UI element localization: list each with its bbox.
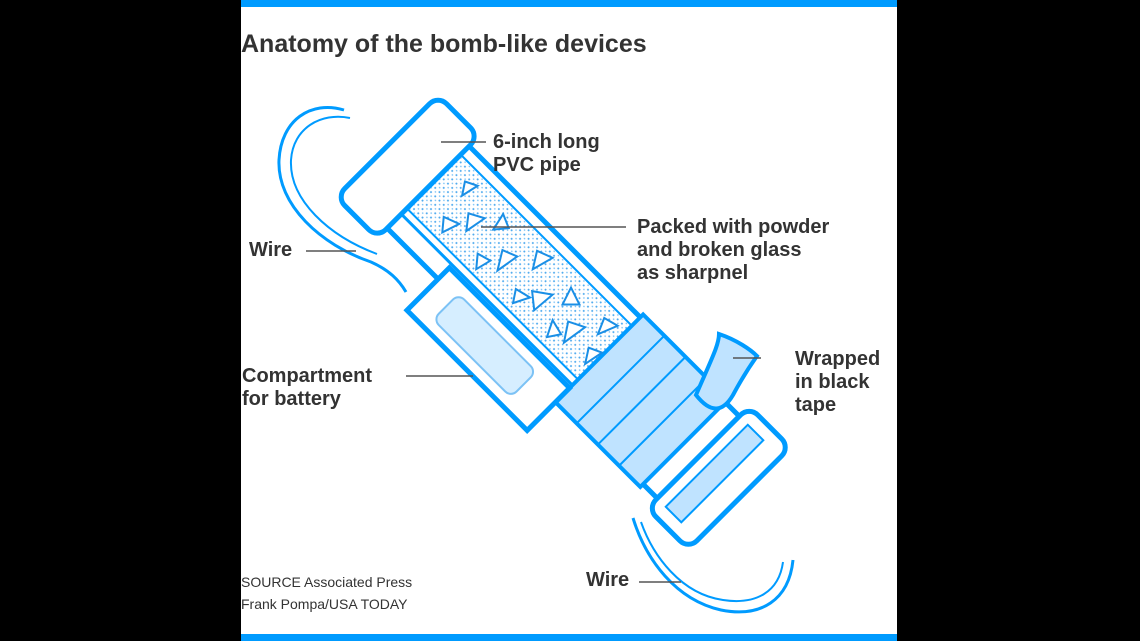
label-wire-bottom: Wire bbox=[586, 569, 630, 591]
label-pvc-pipe-line-2: PVC pipe bbox=[493, 154, 581, 176]
bottom-accent-bar bbox=[241, 634, 897, 641]
label-packed-line-2: and broken glass bbox=[637, 239, 802, 261]
broken-glass-shards bbox=[441, 180, 620, 367]
battery bbox=[435, 296, 535, 395]
label-packed-line-1: Packed with powder bbox=[637, 216, 830, 238]
tape-flap bbox=[693, 331, 760, 411]
label-packed: Packed with powder and broken glass as s… bbox=[637, 216, 829, 285]
label-wrapped-line-2: in black bbox=[795, 371, 870, 393]
top-end-cap bbox=[338, 97, 477, 236]
label-wrapped-line-1: Wrapped bbox=[795, 348, 881, 370]
top-accent-bar bbox=[241, 0, 897, 7]
label-pvc-pipe: 6-inch long PVC pipe bbox=[493, 131, 600, 177]
label-wire-top: Wire bbox=[249, 239, 293, 261]
label-wrapped-line-3: tape bbox=[795, 394, 837, 416]
label-wrapped: Wrapped in black tape bbox=[795, 348, 880, 417]
graphic-panel: Anatomy of the bomb-like devices bbox=[241, 0, 897, 641]
bottom-wire bbox=[631, 517, 795, 614]
top-wire bbox=[277, 105, 408, 293]
source-credit: SOURCE Associated Press bbox=[241, 574, 413, 590]
label-compartment-line-2: for battery bbox=[242, 388, 341, 410]
graphic-title: Anatomy of the bomb-like devices bbox=[241, 30, 647, 58]
label-pvc-pipe-line-1: 6-inch long bbox=[493, 131, 600, 153]
label-compartment-line-1: Compartment bbox=[242, 365, 373, 387]
label-compartment: Compartment for battery bbox=[242, 365, 372, 411]
author-credit: Frank Pompa/USA TODAY bbox=[241, 596, 408, 612]
label-leader-lines bbox=[306, 141, 761, 583]
label-packed-line-3: as sharpnel bbox=[637, 262, 749, 284]
pipe-bomb-illustration bbox=[277, 97, 795, 614]
